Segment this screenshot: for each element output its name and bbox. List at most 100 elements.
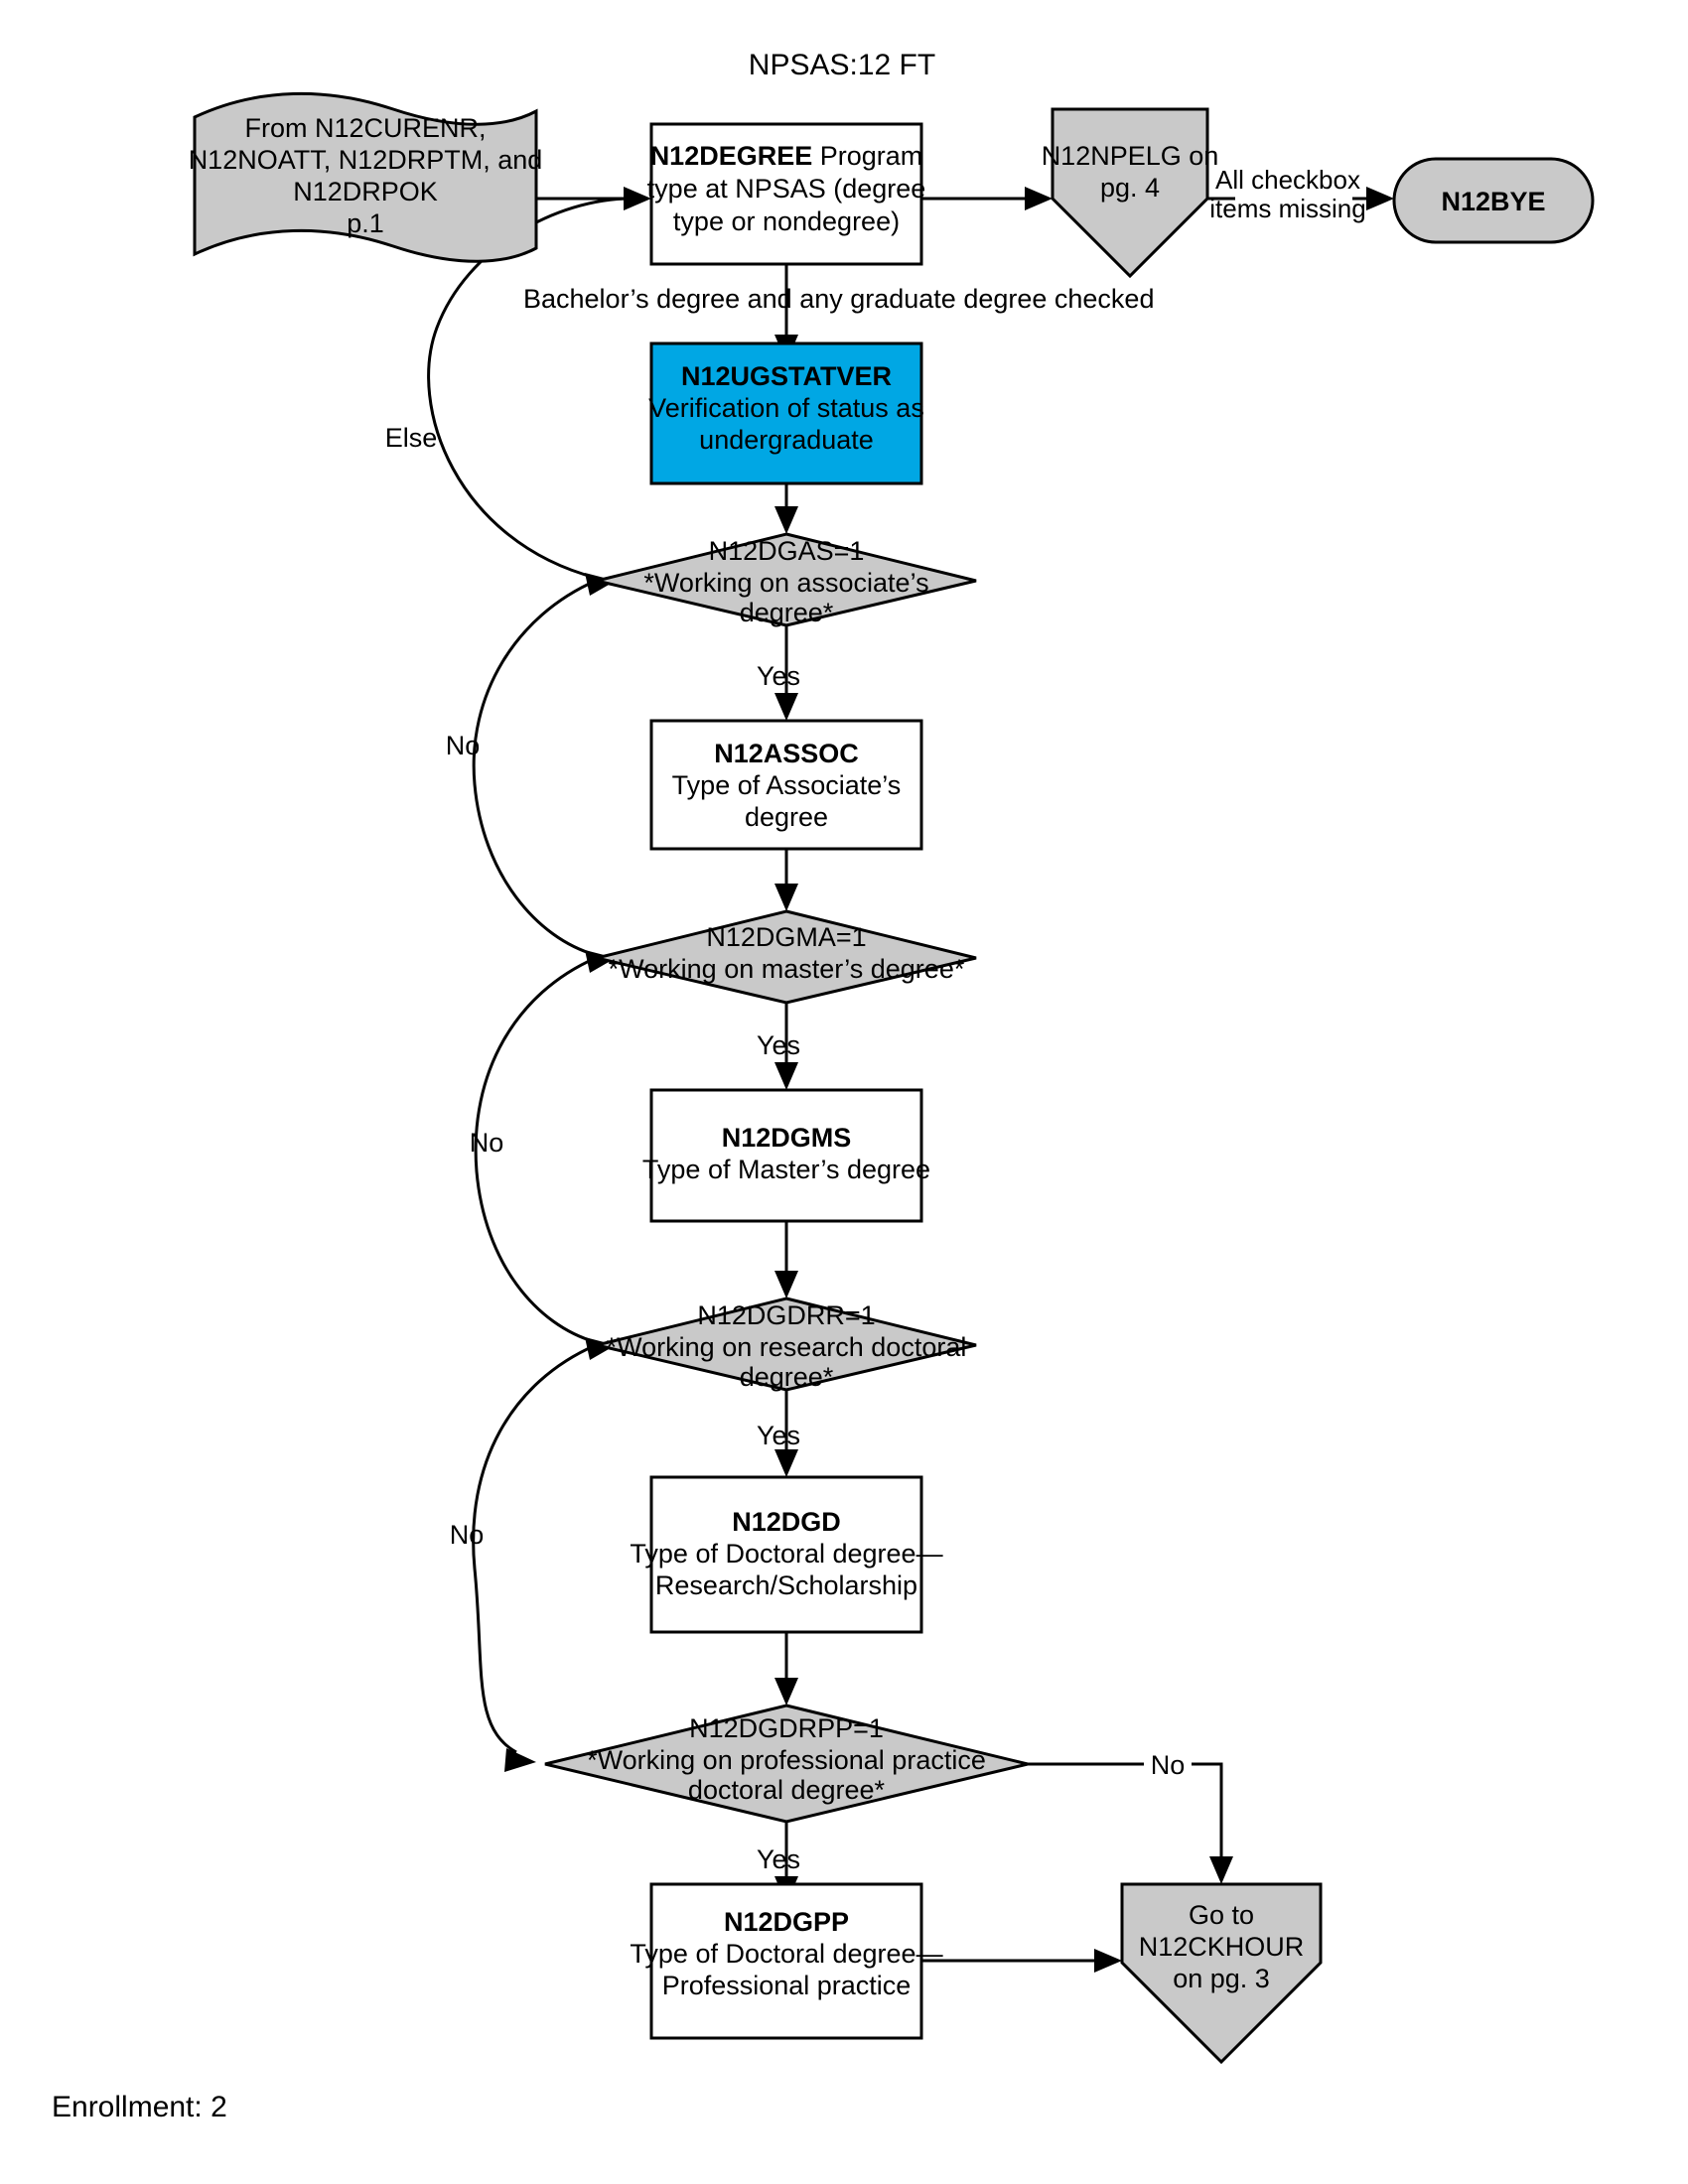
n12dgas-line3: degree* <box>740 598 834 627</box>
arrowhead-degree-to-npelg <box>1025 187 1053 210</box>
n12ckhour-line3: on pg. 3 <box>1173 1964 1270 1993</box>
n12dgd-box <box>649 1475 923 1634</box>
n12bye-name: N12BYE <box>1441 187 1545 216</box>
npelg-bye-label-line2: items missing <box>1209 194 1365 223</box>
edge-degree-else <box>427 197 633 580</box>
arrowhead-dgdrr-no <box>504 1748 536 1772</box>
n12ugstatver-name: N12UGSTATVER <box>681 361 892 391</box>
node-n12dgpp[interactable]: N12DGPP Type of Doctoral degree— Profess… <box>630 1882 943 2040</box>
source-flag-line1: From N12CURENR, <box>244 113 486 143</box>
edge-label-dgdrr-yes: Yes <box>757 1421 800 1450</box>
arrowhead-dgas-no <box>585 950 616 973</box>
arrowhead-degree-else <box>585 573 616 596</box>
edge-label-degree-else: Else <box>385 423 438 453</box>
n12dgd-line2: Research/Scholarship <box>655 1570 917 1600</box>
edge-label-dgdrr-no: No <box>450 1520 485 1550</box>
n12dgdrpp-line2: *Working on professional practice <box>587 1745 986 1775</box>
arrowhead-dgma-yes <box>774 1062 798 1090</box>
arrowhead-dgdrr-yes <box>774 1449 798 1477</box>
node-n12npelg[interactable]: N12NPELG on pg. 4 <box>1042 107 1219 279</box>
n12dgdrr-line3: degree* <box>740 1362 834 1392</box>
n12dgdrpp-line3: doctoral degree* <box>688 1775 886 1805</box>
n12ckhour-line1: Go to <box>1189 1900 1254 1930</box>
arrowhead-dgpp-to-ckhour <box>1094 1949 1122 1973</box>
n12dgas-diamond <box>596 532 977 627</box>
arrowhead-dgms-to-dgdrr <box>774 1271 798 1298</box>
n12dgpp-line2: Professional practice <box>662 1971 912 2000</box>
page-title: NPSAS:12 FT <box>749 49 935 81</box>
node-n12dgma[interactable]: N12DGMA=1 *Working on master’s degree* <box>596 909 977 1005</box>
node-n12dgdrr[interactable]: N12DGDRR=1 *Working on research doctoral… <box>596 1297 977 1392</box>
n12ugstatver-line2: undergraduate <box>699 425 874 455</box>
node-n12dgd[interactable]: N12DGD Type of Doctoral degree— Research… <box>630 1475 943 1634</box>
n12bye-shape <box>1392 157 1595 244</box>
n12degree-box <box>649 122 923 266</box>
edge-dgdrpp-no-v <box>1192 1762 1223 1861</box>
n12ugstatver-box <box>649 341 923 485</box>
n12degree-line3: type or nondegree) <box>673 206 900 236</box>
edge-label-dgas-no: No <box>446 731 481 760</box>
node-n12bye[interactable]: N12BYE <box>1392 157 1595 244</box>
n12ckhour-shape <box>1120 1882 1323 2065</box>
edge-label-dgma-yes: Yes <box>757 1030 800 1060</box>
node-n12ckhour[interactable]: Go to N12CKHOUR on pg. 3 <box>1120 1882 1323 2065</box>
page-footer: Enrollment: 2 <box>52 2091 227 2123</box>
source-flag-shape <box>193 91 538 263</box>
n12dgms-box <box>649 1088 923 1223</box>
n12dgdrpp-diamond <box>544 1704 1029 1824</box>
n12dgms-name: N12DGMS <box>722 1123 852 1153</box>
edge-label-npelg-to-bye: All checkbox items missing <box>1209 165 1365 223</box>
arrowhead-dgdrpp-no <box>1209 1856 1233 1884</box>
n12dgas-line2: *Working on associate’s <box>643 568 928 598</box>
edge-label-dgma-no: No <box>470 1128 504 1158</box>
n12npelg-line1: N12NPELG on <box>1042 141 1219 171</box>
n12npelg-line2: pg. 4 <box>1100 173 1160 203</box>
edge-dgma-no <box>474 956 597 1344</box>
arrowhead-assoc-to-dgma <box>774 884 798 911</box>
arrowhead-ugstatver-to-dgas <box>774 506 798 534</box>
connector-layer <box>427 187 1394 1973</box>
n12degree-title-line: N12DEGREE Program <box>650 141 923 171</box>
n12assoc-box <box>649 719 923 851</box>
n12ckhour-line2: N12CKHOUR <box>1139 1932 1305 1962</box>
n12dgd-name: N12DGD <box>732 1507 841 1537</box>
edge-label-degree-to-ugstatver: Bachelor’s degree and any graduate degre… <box>523 284 1154 314</box>
n12dgms-line1: Type of Master’s degree <box>642 1155 930 1184</box>
n12assoc-line2: degree <box>745 802 828 832</box>
n12dgas-line1: N12DGAS=1 <box>709 536 865 566</box>
n12dgpp-line1: Type of Doctoral degree— <box>630 1939 942 1969</box>
source-flag-line3: N12DRPOK <box>293 177 438 206</box>
node-n12degree[interactable]: N12DEGREE Program type at NPSAS (degree … <box>647 122 926 266</box>
node-n12dgdrpp[interactable]: N12DGDRPP=1 *Working on professional pra… <box>544 1704 1029 1824</box>
n12dgpp-box <box>649 1882 923 2040</box>
arrowhead-to-bye <box>1366 187 1394 210</box>
arrowhead-dgma-no <box>585 1337 616 1360</box>
arrowhead-source-to-degree <box>624 187 651 210</box>
edge-label-dgdrpp-no: No <box>1151 1750 1186 1780</box>
edge-dgdrr-no <box>472 1343 597 1754</box>
n12dgma-line2: *Working on master’s degree* <box>609 954 965 984</box>
node-source-flag[interactable]: From N12CURENR, N12NOATT, N12DRPTM, and … <box>189 91 543 263</box>
node-n12dgas[interactable]: N12DGAS=1 *Working on associate’s degree… <box>596 532 977 627</box>
n12assoc-name: N12ASSOC <box>714 739 859 768</box>
n12dgdrr-line1: N12DGDRR=1 <box>697 1300 875 1330</box>
n12dgma-diamond <box>596 909 977 1005</box>
edge-label-dgdrpp-yes: Yes <box>757 1844 800 1874</box>
arrowhead-dgd-to-dgdrpp <box>774 1678 798 1706</box>
n12degree-line2: type at NPSAS (degree <box>647 174 926 204</box>
source-flag-line4: p.1 <box>347 208 384 238</box>
npelg-bye-label-line1: All checkbox <box>1215 165 1360 195</box>
n12dgdrr-diamond <box>596 1297 977 1392</box>
arrowhead-dgas-yes <box>774 693 798 721</box>
n12ugstatver-line1: Verification of status as <box>648 393 924 423</box>
node-n12ugstatver[interactable]: N12UGSTATVER Verification of status as u… <box>648 341 924 485</box>
n12assoc-line1: Type of Associate’s <box>672 770 902 800</box>
source-flag-line2: N12NOATT, N12DRPTM, and <box>189 145 543 175</box>
n12dgdrpp-line1: N12DGDRPP=1 <box>689 1713 884 1743</box>
node-n12assoc[interactable]: N12ASSOC Type of Associate’s degree <box>649 719 923 851</box>
node-n12dgms[interactable]: N12DGMS Type of Master’s degree <box>642 1088 930 1223</box>
edge-dgas-no <box>472 579 597 957</box>
n12npelg-shape <box>1051 107 1209 279</box>
edge-label-dgas-yes: Yes <box>757 661 800 691</box>
